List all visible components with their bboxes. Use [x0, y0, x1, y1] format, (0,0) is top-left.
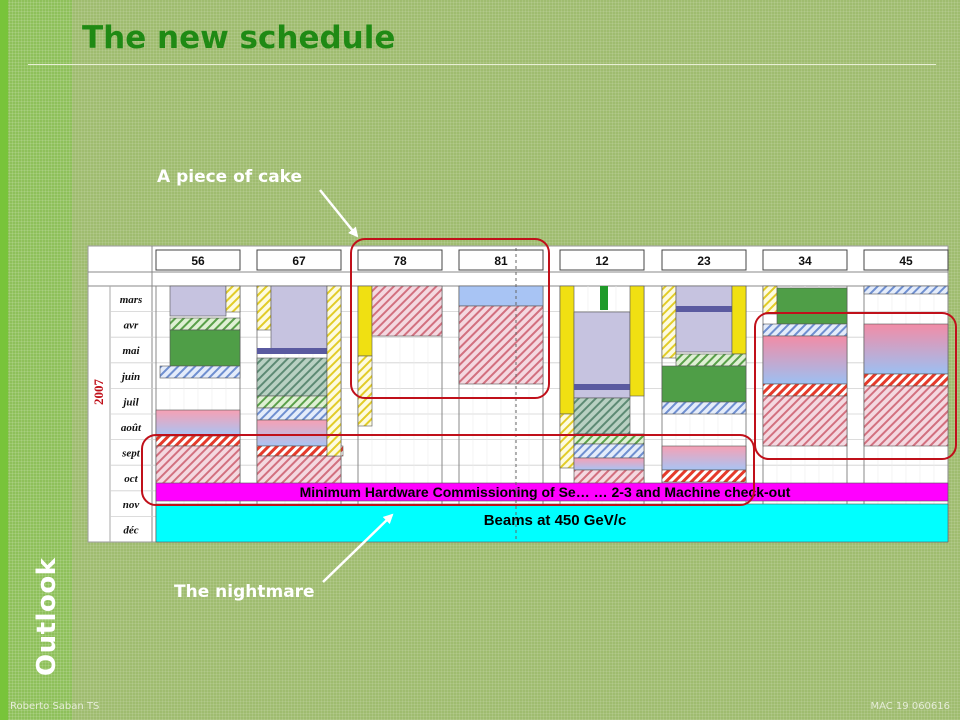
activity-blocks [155, 285, 949, 493]
sector-header-45: 45 [899, 254, 913, 268]
year-label: 2007 [91, 379, 106, 406]
sector-header-34: 34 [798, 254, 812, 268]
callout-nightmare: The nightmare [174, 582, 315, 602]
sector-header-23: 23 [697, 254, 711, 268]
highlight-sectors-34-45 [754, 312, 957, 460]
sector-header-12: 12 [595, 254, 609, 268]
month-label: avr [124, 320, 139, 332]
callout-piece-of-cake: A piece of cake [157, 167, 303, 187]
title-rule [28, 64, 936, 65]
month-label: oct [124, 473, 138, 485]
footer-meeting: MAC 19 060616 [870, 701, 950, 712]
month-label: mai [122, 345, 140, 357]
month-label: mars [120, 294, 143, 306]
footer-author: Roberto Saban TS [10, 701, 100, 712]
highlight-cake [350, 238, 550, 399]
side-strip [0, 0, 72, 720]
month-label: juin [120, 371, 140, 383]
beams-band [155, 503, 949, 543]
arrow-nightmare [322, 513, 394, 583]
month-label: juil [121, 396, 139, 408]
month-label: sept [121, 448, 141, 460]
side-edge [0, 0, 8, 720]
sector-header-81: 81 [494, 254, 508, 268]
month-labels: mars avr mai juin juil août sept oct nov déc [120, 294, 143, 536]
sector-header-67: 67 [292, 254, 306, 268]
beams-band-label: Beams at 450 GeV/c [484, 512, 627, 529]
month-label: nov [123, 499, 140, 511]
highlight-nightmare [141, 434, 755, 506]
commissioning-band-label: Minimum Hardware Commissioning of Se… … … [300, 484, 791, 500]
month-label: déc [123, 524, 138, 536]
sector-header-78: 78 [393, 254, 407, 268]
month-label: août [121, 422, 142, 434]
commissioning-band [155, 482, 949, 502]
sector-header-56: 56 [191, 254, 205, 268]
slide-title: The new schedule [82, 20, 396, 56]
sector-headers: 56 67 78 81 12 23 34 45 [191, 254, 913, 268]
arrow-cake [319, 189, 359, 238]
